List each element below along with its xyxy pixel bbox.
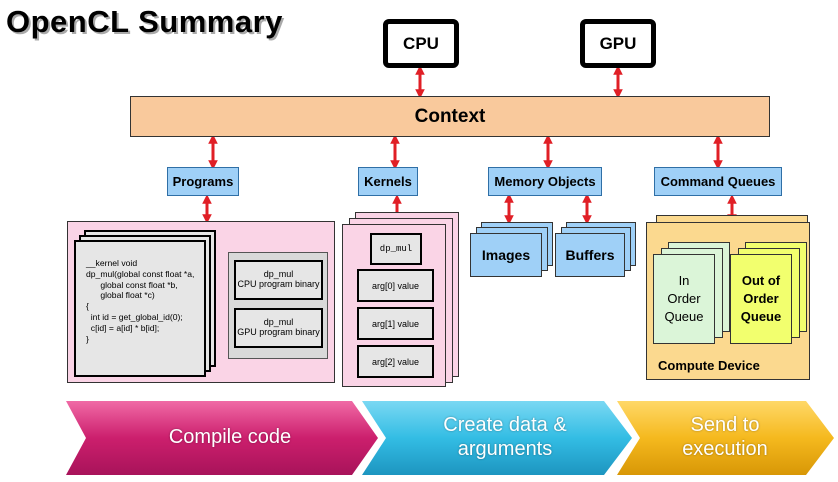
out-of-order-queue: Out of Order Queue	[730, 254, 792, 344]
program-source: __kernel void dp_mul(global const float …	[74, 240, 206, 377]
step-arrows	[66, 401, 834, 475]
kernels-label: Kernels	[358, 167, 418, 196]
programs-label: Programs	[167, 167, 239, 196]
kernel-name: dp_mul	[370, 233, 422, 265]
send-step-label: Send to execution	[682, 414, 768, 460]
images-box: Images	[470, 233, 542, 277]
kernel-arg-1: arg[1] value	[357, 307, 434, 340]
gpu-binary-desc: GPU program binary	[237, 327, 320, 337]
compile-step-arrow	[66, 401, 378, 475]
gpu-box: GPU	[580, 19, 656, 68]
context-bar: Context	[130, 96, 770, 137]
program-source-code: __kernel void dp_mul(global const float …	[86, 258, 195, 344]
page-title: OpenCL Summary	[6, 4, 283, 39]
memory-objects-label: Memory Objects	[488, 167, 602, 196]
compute-device-label: Compute Device	[658, 358, 760, 373]
create-step-arrow	[362, 401, 632, 475]
command-queues-label: Command Queues	[654, 167, 782, 196]
gpu-binary: dp_mul GPU program binary	[234, 308, 323, 348]
cpu-binary: dp_mul CPU program binary	[234, 260, 323, 300]
buffers-box: Buffers	[555, 233, 625, 277]
in-order-queue: In Order Queue	[653, 254, 715, 344]
gpu-binary-name: dp_mul	[263, 317, 294, 327]
create-step-label: Create data & arguments	[443, 414, 567, 460]
kernel-arg-2: arg[2] value	[357, 345, 434, 378]
cpu-box: CPU	[383, 19, 459, 68]
cpu-binary-name: dp_mul	[263, 269, 294, 279]
send-step-arrow	[617, 401, 834, 475]
compile-step-label: Compile code	[168, 426, 292, 448]
cpu-binary-desc: CPU program binary	[237, 279, 320, 289]
kernel-arg-0: arg[0] value	[357, 269, 434, 302]
